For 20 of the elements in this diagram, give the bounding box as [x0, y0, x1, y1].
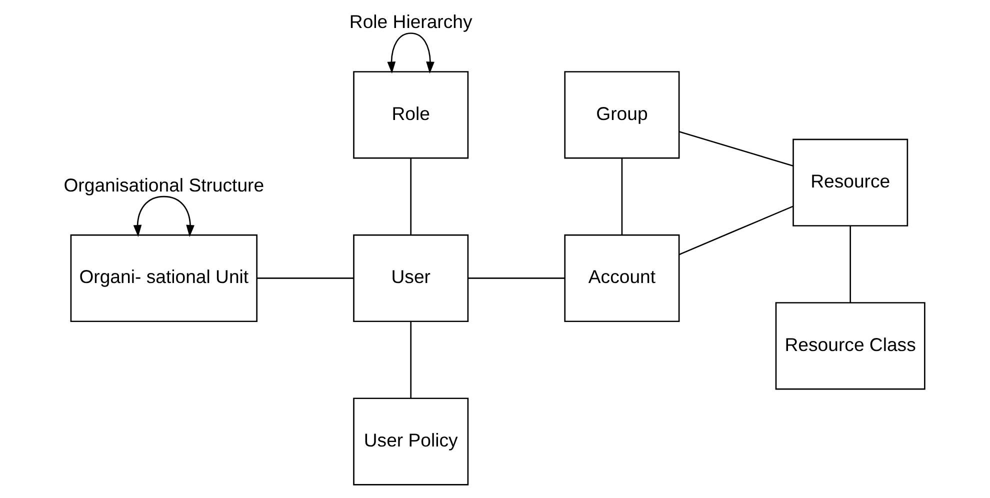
connector [849, 226, 850, 303]
node-box: Organi- sational Unit [70, 234, 257, 322]
node-box: Account [564, 234, 680, 322]
edge-label: Organisational Structure [63, 174, 264, 196]
connector [678, 206, 793, 256]
connector [410, 158, 412, 235]
arrow [132, 196, 194, 237]
node-box: User [352, 234, 468, 322]
node-box: Resource [792, 138, 908, 226]
arrow [386, 32, 434, 74]
connector [410, 322, 412, 398]
connector [678, 131, 793, 166]
connector [256, 278, 354, 279]
node-box: Role [352, 71, 468, 159]
connector [468, 278, 564, 279]
node-box: Resource Class [774, 302, 925, 390]
edge-label: Role Hierarchy [348, 11, 472, 32]
connector [620, 158, 622, 235]
node-box: Group [564, 71, 680, 159]
node-box: User Policy [352, 398, 468, 486]
